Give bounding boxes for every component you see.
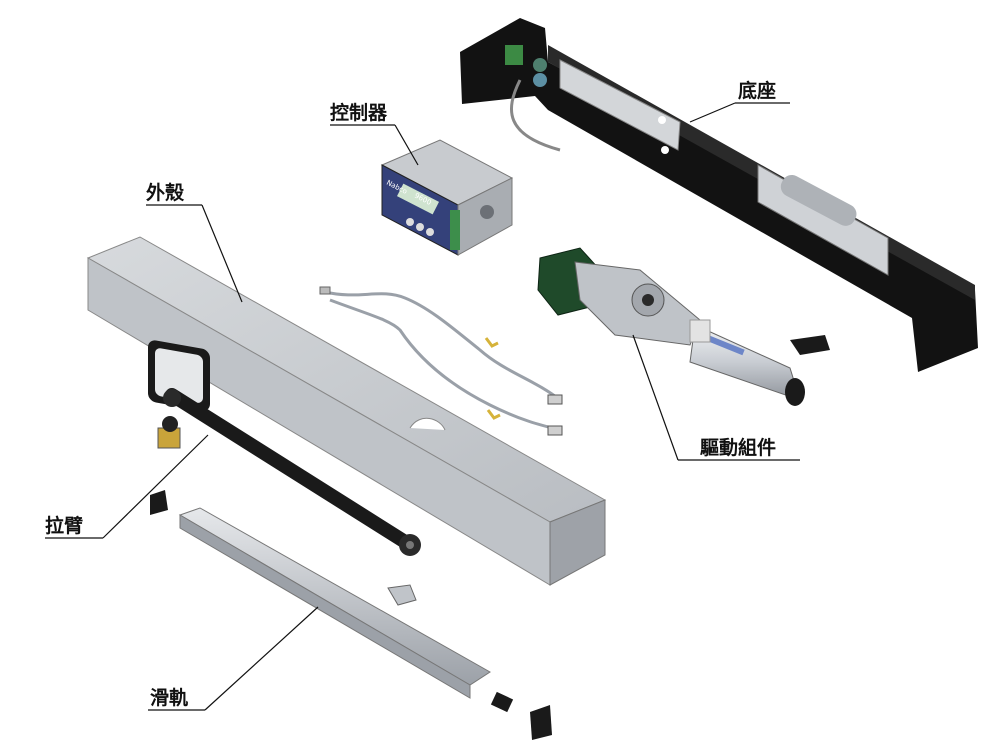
drive-unit xyxy=(537,247,830,406)
label-housing-text: 外殼 xyxy=(146,181,185,204)
label-arm-text: 拉臂 xyxy=(45,514,83,537)
label-drive-unit: 驅動組件 xyxy=(632,334,800,461)
housing xyxy=(86,236,607,586)
rail xyxy=(178,507,552,740)
label-drive-unit-text: 驅動組件 xyxy=(700,436,776,459)
wire-harness xyxy=(319,286,563,436)
base-frame xyxy=(460,18,978,372)
label-controller: 控制器 xyxy=(330,101,419,166)
arm xyxy=(150,388,421,556)
label-base-text: 底座 xyxy=(738,79,776,102)
label-rail: 滑軌 xyxy=(148,606,319,711)
controller: Nabco 9600 xyxy=(380,139,514,256)
label-base: 底座 xyxy=(689,79,790,123)
label-housing: 外殼 xyxy=(146,181,243,303)
label-controller-text: 控制器 xyxy=(330,101,388,124)
label-rail-text: 滑軌 xyxy=(150,686,188,709)
label-arm: 拉臂 xyxy=(45,434,209,539)
